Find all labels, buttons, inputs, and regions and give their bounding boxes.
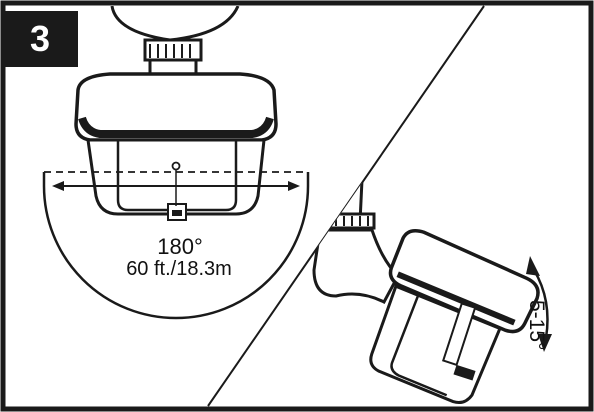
tilt-label: 5-15° [525,300,548,351]
side-sensor-head [388,229,540,334]
center-marker [171,161,181,171]
step-number-badge: 3 [2,11,78,67]
range-label: 60 ft./18.3m [126,258,232,280]
side-view [312,148,552,405]
sensor-arm [312,228,400,304]
angle-label: 180° [157,234,203,259]
tilt-arrow [532,269,549,339]
sensor-head [74,72,278,142]
front-view [42,6,310,320]
mount-dome [110,6,240,42]
